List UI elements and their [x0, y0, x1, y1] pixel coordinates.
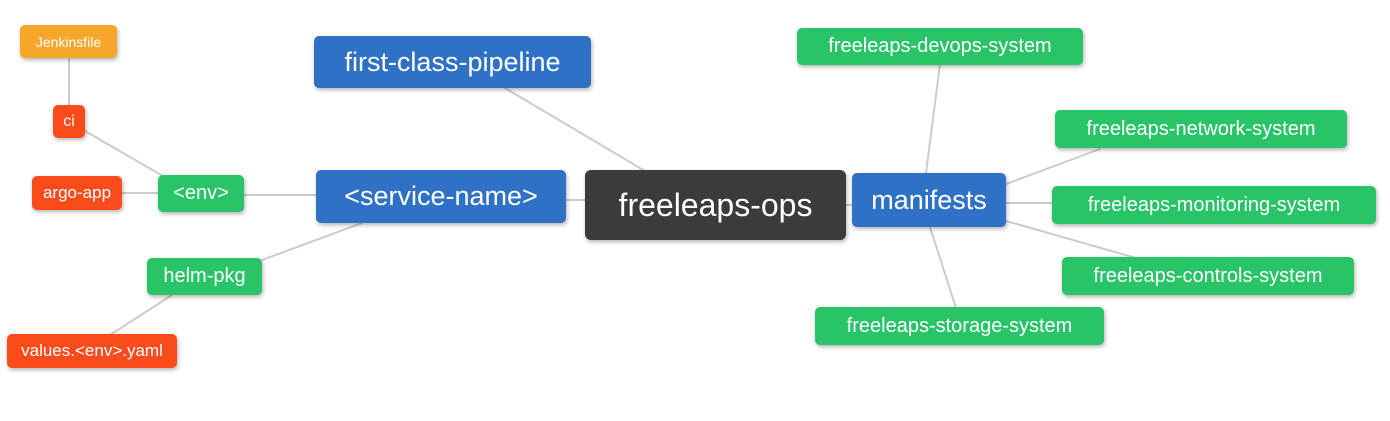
- node-freeleaps-network-system[interactable]: freeleaps-network-system: [1055, 110, 1347, 148]
- node-freeleaps-controls-system[interactable]: freeleaps-controls-system: [1062, 257, 1354, 295]
- node-ci[interactable]: ci: [53, 105, 85, 138]
- node-freeleaps-storage-system[interactable]: freeleaps-storage-system: [815, 307, 1104, 345]
- node-env[interactable]: <env>: [158, 175, 244, 212]
- node-first-class-pipeline[interactable]: first-class-pipeline: [314, 36, 591, 88]
- edge-manifests-devops: [925, 63, 941, 174]
- node-freeleaps-ops-root[interactable]: freeleaps-ops: [585, 170, 846, 240]
- edge-pipeline-ops: [504, 87, 646, 172]
- edge-manifests-storage: [929, 226, 957, 309]
- node-manifests[interactable]: manifests: [852, 173, 1006, 227]
- node-jenkinsfile[interactable]: Jenkinsfile: [20, 25, 117, 58]
- node-freeleaps-monitoring-system[interactable]: freeleaps-monitoring-system: [1052, 186, 1376, 224]
- node-freeleaps-devops-system[interactable]: freeleaps-devops-system: [797, 28, 1083, 65]
- edge-manifests-controls: [1005, 220, 1137, 259]
- node-argo-app[interactable]: argo-app: [32, 176, 122, 210]
- edge-ci-env: [84, 130, 164, 177]
- node-service-name[interactable]: <service-name>: [316, 170, 566, 223]
- edge-manifests-network: [1005, 148, 1101, 185]
- node-values-env-yaml[interactable]: values.<env>.yaml: [7, 334, 177, 368]
- edge-helm-pkg-values: [109, 294, 173, 336]
- node-helm-pkg[interactable]: helm-pkg: [147, 258, 262, 295]
- edge-service-name-helm-pkg: [261, 222, 363, 261]
